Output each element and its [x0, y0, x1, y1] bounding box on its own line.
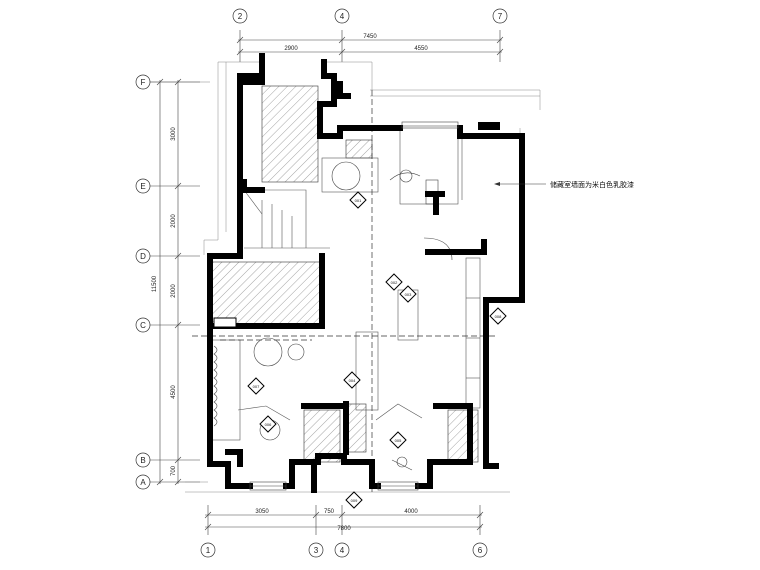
- storage-wall-note: 储藏室墙面为米白色乳胶漆: [550, 180, 634, 189]
- axis-bubble-bottom-6: 6: [472, 542, 488, 558]
- dashed-section-lines: [192, 90, 498, 494]
- bottom-dimension-lines: [204, 505, 484, 535]
- thick-walls: [207, 53, 525, 493]
- elevation-tag-008: 008: [489, 307, 507, 325]
- top-dimension-lines: [236, 30, 504, 62]
- dim-bottom-seg2: 750: [324, 509, 335, 515]
- dim-left-total: 11500: [152, 275, 158, 292]
- svg-text:002: 002: [391, 280, 398, 285]
- svg-text:4: 4: [340, 12, 345, 21]
- elevation-tag-006: 006: [259, 415, 277, 433]
- elevation-tag-007: 007: [247, 377, 265, 395]
- axis-bubble-left-E: E: [135, 178, 151, 194]
- windows: [249, 121, 459, 491]
- axis-bubble-left-C: C: [135, 317, 151, 333]
- axis-bubble-top-4: 4: [334, 8, 350, 24]
- svg-text:6: 6: [478, 546, 483, 555]
- svg-text:009: 009: [351, 498, 358, 503]
- wall-block-ne: [478, 122, 500, 130]
- axis-bubble-top-2: 2: [232, 8, 248, 24]
- svg-text:D: D: [140, 252, 146, 261]
- axis-bubble-bottom-1: 1: [200, 542, 216, 558]
- axis-bubble-left-F: F: [135, 74, 210, 90]
- svg-text:B: B: [140, 456, 145, 465]
- axis-bubble-left-B: B: [135, 452, 151, 468]
- axis-bubble-top-7: 7: [492, 8, 508, 24]
- dim-left-seg5: 700: [171, 465, 177, 476]
- svg-text:004: 004: [349, 378, 356, 383]
- svg-text:005: 005: [395, 438, 402, 443]
- dim-bottom-seg1: 3050: [255, 509, 269, 515]
- hatched-storage-north: [261, 85, 319, 183]
- svg-text:003: 003: [405, 292, 412, 297]
- elevation-tag-003: 003: [399, 285, 417, 303]
- svg-text:008: 008: [495, 314, 502, 319]
- elevation-tag-001: 001: [349, 191, 367, 209]
- dim-left-seg4: 4500: [171, 385, 177, 399]
- axis-bubble-left-D: D: [135, 248, 151, 264]
- svg-text:001: 001: [355, 198, 362, 203]
- axis-bubble-left-A: A: [135, 474, 151, 490]
- note-arrowhead: [494, 182, 500, 186]
- elevation-tag-002: 002: [385, 273, 403, 291]
- axis-bubble-bottom-4: 4: [334, 542, 350, 558]
- elevation-tag-004: 004: [343, 371, 361, 389]
- dim-bottom-total: 7800: [337, 526, 351, 532]
- svg-text:F: F: [141, 78, 146, 87]
- dim-left-seg2: 2000: [171, 214, 177, 228]
- svg-text:1: 1: [206, 546, 211, 555]
- elevation-tag-005: 005: [389, 431, 407, 449]
- dim-top-seg2: 4550: [414, 46, 428, 52]
- svg-text:3: 3: [314, 546, 319, 555]
- axis-bubble-bottom-3: 3: [308, 542, 324, 558]
- dim-bottom-seg3: 4000: [404, 509, 418, 515]
- svg-text:006: 006: [265, 422, 272, 427]
- svg-text:7: 7: [498, 12, 503, 21]
- hatched-storage-west: [209, 261, 323, 327]
- hatched-small-1: [345, 139, 373, 159]
- dim-top-total: 7450: [363, 34, 377, 40]
- wall-block-small: [213, 317, 237, 328]
- svg-text:2: 2: [238, 12, 243, 21]
- svg-text:C: C: [140, 321, 146, 330]
- dim-top-seg1: 2900: [284, 46, 298, 52]
- svg-text:4: 4: [340, 546, 345, 555]
- svg-text:007: 007: [253, 384, 260, 389]
- elevation-tag-009: 009: [345, 491, 363, 509]
- furniture: [213, 161, 453, 471]
- dim-left-seg3: 2000: [171, 284, 177, 298]
- dim-left-seg1: 3000: [171, 127, 177, 141]
- svg-text:A: A: [140, 478, 146, 487]
- svg-text:E: E: [140, 182, 145, 191]
- hatched-column-2: [447, 409, 479, 463]
- outer-context-lines: [185, 61, 541, 493]
